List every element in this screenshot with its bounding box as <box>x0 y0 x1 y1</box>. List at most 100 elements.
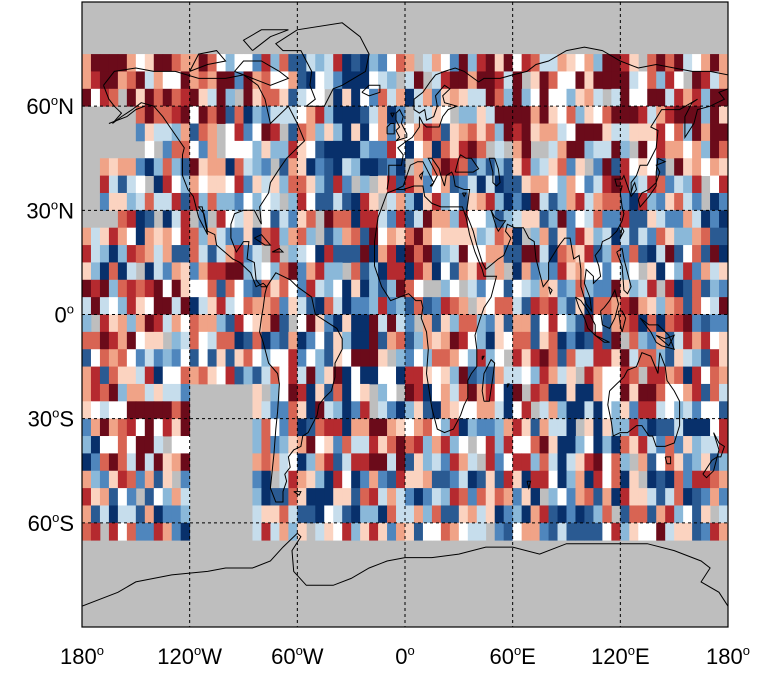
grid-cell <box>90 54 101 72</box>
grid-cell <box>458 297 469 315</box>
grid-cell <box>521 418 532 437</box>
grid-cell <box>90 71 101 90</box>
grid-cell <box>548 123 558 142</box>
grid-cell <box>494 88 505 107</box>
grid-cell <box>674 88 684 107</box>
grid-cell <box>692 505 702 524</box>
grid-cell <box>270 71 280 90</box>
grid-cell <box>413 192 424 211</box>
grid-cell <box>315 366 325 385</box>
grid-cell <box>611 314 621 333</box>
grid-cell <box>485 192 496 211</box>
grid-cell <box>207 88 217 107</box>
grid-cell <box>422 158 433 177</box>
grid-cell <box>548 106 558 124</box>
grid-cell <box>629 436 639 454</box>
grid-cell <box>297 192 307 211</box>
grid-cell <box>99 192 110 211</box>
grid-cell <box>171 366 182 385</box>
grid-cell <box>566 488 576 506</box>
grid-cell <box>611 488 621 506</box>
grid-cell <box>566 175 576 194</box>
grid-cell <box>216 175 226 194</box>
grid-cell <box>692 262 702 281</box>
grid-cell <box>629 470 639 489</box>
grid-cell <box>413 401 424 420</box>
grid-cell <box>180 262 191 281</box>
grid-cell <box>90 227 101 246</box>
grid-cell <box>387 297 397 315</box>
grid-cell <box>306 401 316 420</box>
grid-cell <box>710 71 720 90</box>
grid-cell <box>458 192 469 211</box>
grid-cell <box>216 331 226 350</box>
grid-cell <box>422 383 433 402</box>
grid-cell <box>521 470 532 489</box>
grid-cell <box>503 331 514 350</box>
grid-cell <box>108 314 119 333</box>
grid-cell <box>216 297 226 315</box>
grid-cell <box>494 436 505 454</box>
grid-cell <box>279 522 289 541</box>
grid-cell <box>557 279 567 298</box>
grid-cell <box>342 140 352 159</box>
grid-cell <box>512 453 523 472</box>
grid-cell <box>306 140 316 159</box>
grid-cell <box>198 314 209 333</box>
grid-cell <box>297 88 307 107</box>
grid-cell <box>270 349 280 367</box>
grid-cell <box>476 418 487 437</box>
grid-cell <box>611 54 621 72</box>
grid-cell <box>333 192 343 211</box>
grid-cell <box>117 175 128 194</box>
grid-cell <box>512 140 523 159</box>
grid-cell <box>360 488 370 506</box>
grid-cell <box>566 210 576 229</box>
grid-cell <box>539 106 549 124</box>
grid-cell <box>351 158 361 177</box>
grid-cell <box>656 123 666 142</box>
grid-cell <box>530 418 540 437</box>
grid-cell <box>378 366 388 385</box>
grid-cell <box>701 453 711 472</box>
grid-cell <box>629 192 639 211</box>
grid-cell <box>162 470 173 489</box>
grid-cell <box>144 158 155 177</box>
grid-cell <box>593 297 603 315</box>
grid-cell <box>647 71 657 90</box>
grid-cell <box>351 401 361 420</box>
grid-cell <box>665 71 675 90</box>
grid-cell <box>539 210 549 229</box>
grid-cell <box>512 418 523 437</box>
grid-cell <box>458 158 469 177</box>
grid-cell <box>207 227 217 246</box>
grid-cell <box>449 227 460 246</box>
grid-cell <box>467 366 478 385</box>
grid-cell <box>656 106 666 124</box>
grid-cell <box>288 366 298 385</box>
grid-cell <box>539 279 549 298</box>
grid-cell <box>99 71 110 90</box>
grid-cell <box>396 297 406 315</box>
grid-cell <box>135 383 146 402</box>
grid-cell <box>351 331 361 350</box>
grid-cell <box>458 245 469 263</box>
grid-cell <box>324 401 334 420</box>
grid-cell <box>683 279 693 298</box>
grid-cell <box>360 140 370 159</box>
grid-cell <box>422 314 433 333</box>
grid-cell <box>387 453 397 472</box>
grid-cell <box>378 54 388 72</box>
grid-cell <box>279 54 289 72</box>
grid-cell <box>584 88 594 107</box>
grid-cell <box>629 262 639 281</box>
grid-cell <box>557 366 567 385</box>
grid-cell <box>530 522 540 541</box>
grid-cell <box>503 158 514 177</box>
grid-cell <box>126 418 137 437</box>
grid-cell <box>719 123 728 142</box>
grid-cell <box>144 227 155 246</box>
grid-cell <box>369 158 379 177</box>
grid-cell <box>449 522 460 541</box>
